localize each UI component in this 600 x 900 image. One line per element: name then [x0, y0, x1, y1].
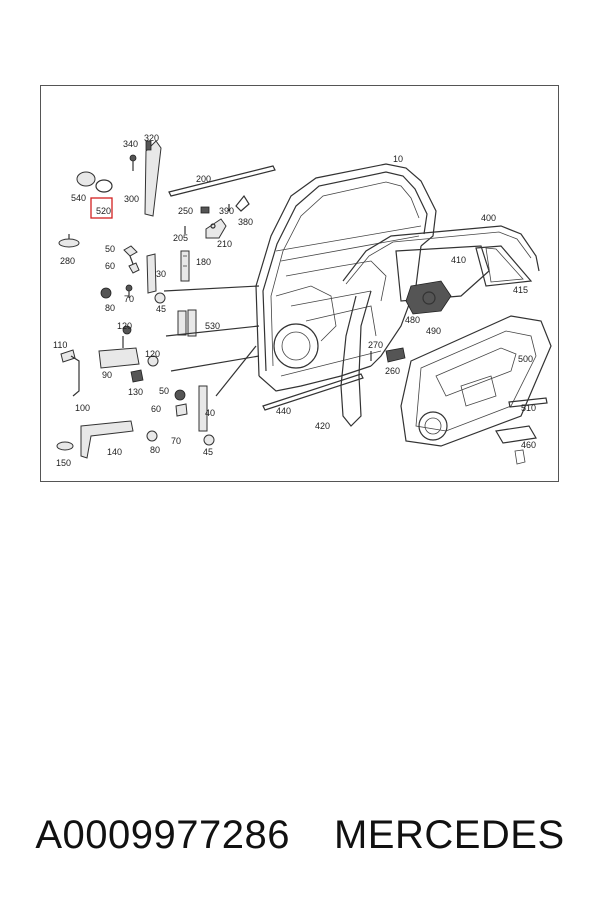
part-number: A0009977286 [35, 812, 290, 857]
part-label: 180 [196, 257, 211, 267]
fasteners-top [58, 154, 137, 248]
part-label: 80 [150, 445, 160, 455]
strip-510 [508, 397, 548, 408]
part-label: 270 [368, 340, 383, 350]
part-label: 10 [393, 154, 403, 164]
part-label: 540 [71, 193, 86, 203]
part-label: 120 [117, 321, 132, 331]
part-label: 210 [217, 239, 232, 249]
exploded-door-parts-diagram: 340 320 10 200 540 300 520 250 390 380 4… [53, 133, 552, 468]
part-label: 490 [426, 326, 441, 336]
part-label: 205 [173, 233, 188, 243]
part-label: 300 [124, 194, 139, 204]
clips-250-390-380 [184, 194, 250, 239]
part-label: 500 [518, 354, 533, 364]
part-label: 340 [123, 139, 138, 149]
parts-diagram-frame: 340 320 10 200 540 300 520 250 390 380 4… [40, 85, 559, 482]
part-label: 45 [203, 447, 213, 457]
pillar-cover-300-320 [144, 140, 162, 217]
part-label: 440 [276, 406, 291, 416]
part-label: 260 [385, 366, 400, 376]
door-seal-420 [340, 290, 372, 427]
part-label: 60 [151, 404, 161, 414]
part-label: 80 [105, 303, 115, 313]
part-label: 110 [53, 340, 67, 350]
product-caption: A0009977286 MERCEDES [0, 805, 600, 865]
part-label: 70 [124, 294, 134, 304]
cover-460 [495, 425, 537, 465]
part-label: 480 [405, 315, 420, 325]
upper-hinge-group [100, 245, 260, 304]
highlight-box-520 [90, 197, 113, 219]
part-label: 150 [56, 458, 71, 468]
clips-270-260 [370, 347, 406, 363]
part-label: 410 [451, 255, 466, 265]
part-label: 50 [159, 386, 169, 396]
part-label: 100 [75, 403, 90, 413]
window-regulator-480 [405, 280, 452, 315]
part-label: 380 [238, 217, 253, 227]
part-label: 50 [105, 244, 115, 254]
part-label: 250 [178, 206, 193, 216]
part-number-labels: 340 320 10 200 540 300 520 250 390 380 4… [53, 133, 536, 468]
part-label: 45 [156, 304, 166, 314]
part-label: 40 [205, 408, 215, 418]
part-label highlighted-part-label: 520 [96, 206, 111, 216]
part-label: 320 [144, 133, 159, 143]
door-frame-shell [255, 163, 437, 392]
part-label: 460 [521, 440, 536, 450]
part-label: 70 [171, 436, 181, 446]
part-label: 90 [102, 370, 112, 380]
part-label: 60 [105, 261, 115, 271]
part-label: 510 [521, 403, 536, 413]
part-label: 130 [128, 387, 143, 397]
part-label: 390 [219, 206, 234, 216]
part-label: 280 [60, 256, 75, 266]
part-label: 200 [196, 174, 211, 184]
part-label: 415 [513, 285, 528, 295]
part-label: 30 [156, 269, 166, 279]
part-label: 530 [205, 321, 220, 331]
door-trim-panel-500 [400, 315, 552, 447]
brand-name: MERCEDES [333, 812, 565, 857]
part-label: 120 [145, 349, 160, 359]
part-label: 420 [315, 421, 330, 431]
lower-hinge-group [56, 325, 260, 459]
trim-strip-200 [168, 165, 276, 197]
strip-440 [262, 373, 364, 411]
cover-530 [177, 309, 197, 337]
window-glass-410-415 [395, 245, 533, 302]
part-label: 400 [481, 213, 496, 223]
window-seal-400 [342, 225, 540, 285]
part-label: 140 [107, 447, 122, 457]
